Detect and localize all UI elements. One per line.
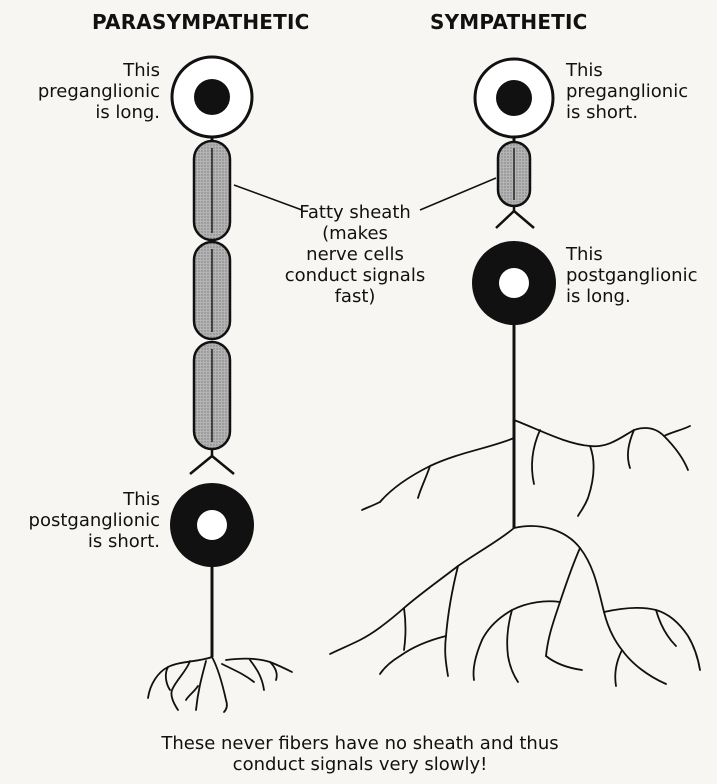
parasympathetic-synapse xyxy=(190,456,234,474)
parasympathetic-postganglionic-label: This postganglionic is short. xyxy=(6,489,160,552)
sympathetic-postganglionic-label: This postganglionic is long. xyxy=(566,244,714,307)
parasympathetic-preganglionic-label: This preganglionic is long. xyxy=(30,60,160,123)
parasympathetic-preganglionic-cell xyxy=(172,57,252,137)
sympathetic-preganglionic-cell xyxy=(475,59,553,137)
parasympathetic-myelinated-axon xyxy=(194,141,230,449)
parasympathetic-heading: PARASYMPATHETIC xyxy=(92,10,310,34)
parasympathetic-postganglionic-cell xyxy=(170,483,254,567)
sympathetic-myelinated-axon xyxy=(498,142,530,206)
sympathetic-heading: SYMPATHETIC xyxy=(430,10,588,34)
sympathetic-synapse xyxy=(496,211,534,228)
sympathetic-postganglionic-cell xyxy=(472,241,556,325)
parasympathetic-nerve-endings xyxy=(148,657,292,712)
caption: These never fibers have no sheath and th… xyxy=(80,733,640,775)
fatty-sheath-label: Fatty sheath (makes nerve cells conduct … xyxy=(270,202,440,307)
sympathetic-preganglionic-label: This preganglionic is short. xyxy=(566,60,706,123)
